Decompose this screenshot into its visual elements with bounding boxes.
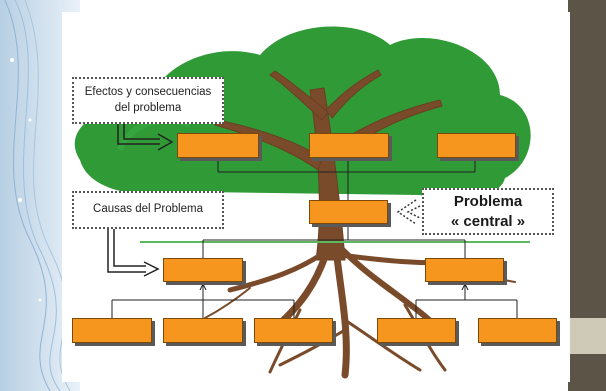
cause-box-1 (163, 258, 243, 282)
causes-arrow (107, 229, 160, 277)
effects-callout-line1: Efectos y consecuencias (84, 85, 212, 98)
effects-callout: Efectos y consecuencias del problema (72, 77, 224, 124)
cause-box-2 (425, 258, 504, 282)
central-problem-box (309, 200, 388, 224)
causes-callout: Causas del Problema (72, 191, 224, 229)
causes-callout-label: Causas del Problema (93, 203, 203, 216)
cause-connectors (111, 224, 518, 318)
subcause-box-2 (163, 318, 243, 343)
effects-callout-line2: del problema (114, 101, 182, 114)
central-arrow (396, 199, 421, 225)
effect-box-3 (437, 133, 516, 158)
effects-arrow (117, 124, 174, 151)
subcause-box-1 (72, 318, 152, 343)
right-decorative-strip (568, 0, 606, 391)
subcause-box-5 (478, 318, 557, 343)
effect-connectors (217, 158, 476, 200)
subcause-box-4 (377, 318, 456, 343)
central-callout-line2: « central » (450, 212, 526, 230)
central-callout-line1: Problema (453, 193, 523, 210)
central-problem-callout: Problema « central » (422, 188, 554, 235)
effect-box-2 (309, 133, 389, 158)
effect-box-1 (177, 133, 259, 158)
subcause-box-3 (254, 318, 333, 343)
